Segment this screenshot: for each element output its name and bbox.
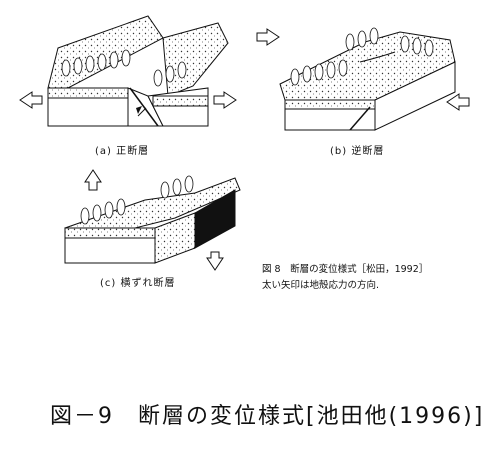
figure-title: 図－9 断層の変位様式[池田他(1996)]: [50, 404, 484, 429]
figure-note-line1: 図 8 断層の変位様式［松田，1992］: [262, 264, 429, 275]
diagram-normal-fault: [18, 8, 238, 143]
figure-note-line2: 太い矢印は地殻応力の方向.: [262, 280, 380, 291]
caption-strike-slip-fault: (c) 横ずれ断層: [100, 278, 176, 289]
caption-normal-fault: (a) 正断層: [95, 146, 150, 157]
caption-reverse-fault: (b) 逆断層: [330, 146, 385, 157]
diagram-strike-slip-fault: [55, 168, 255, 286]
diagram-reverse-fault: [255, 12, 470, 142]
